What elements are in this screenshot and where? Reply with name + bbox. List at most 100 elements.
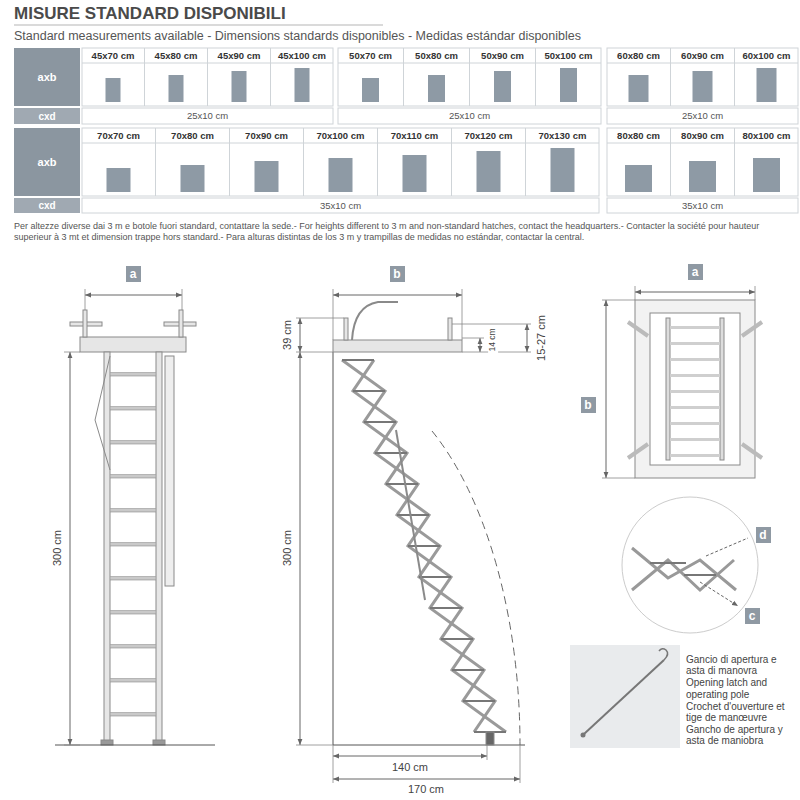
extension-line <box>333 289 334 340</box>
table-grid <box>82 128 599 196</box>
pole-caption: Crochet d'ouverture et tige de manœuvre <box>686 701 796 723</box>
table-header-cell: axb <box>14 128 80 196</box>
top-view <box>670 326 720 460</box>
extension-line <box>64 745 80 746</box>
title-rule <box>14 25 383 26</box>
detail-view <box>622 497 758 633</box>
hatch-size-rect <box>106 78 121 102</box>
hatch-size-rect <box>181 165 205 192</box>
hatch-size-rect <box>625 165 652 192</box>
hatch-size-rect <box>403 155 427 192</box>
dimension-tag: b <box>581 397 596 413</box>
box-text: a <box>130 267 137 281</box>
table-grid <box>82 108 333 124</box>
hatch-size-rect <box>551 148 575 192</box>
hatch-size-rect <box>255 161 279 192</box>
hatch-depth-label: 35x10 cm <box>607 199 798 213</box>
dimension-line <box>85 295 182 296</box>
extension-line <box>333 745 334 783</box>
top-view <box>666 318 670 460</box>
dimension-label: 300 cm <box>51 528 64 568</box>
extension-line <box>462 289 463 340</box>
extension-line <box>64 352 80 353</box>
pole-illustration <box>581 733 586 738</box>
dimension-label: 15-27 cm <box>535 313 548 363</box>
table-grid <box>607 48 798 106</box>
size-label: 60x80 cm <box>607 49 670 63</box>
pole-caption: Gancho de apertura y asta de maniobra <box>686 724 796 746</box>
top-view <box>650 313 740 465</box>
extension-line <box>64 286 755 783</box>
dimension-tag: a <box>688 264 703 280</box>
front-view <box>70 310 196 745</box>
pole-illustration <box>570 645 680 748</box>
hatch-size-rect <box>232 71 247 102</box>
table-header-cell: cxd <box>14 198 80 213</box>
floor-line <box>55 745 215 746</box>
top-view <box>635 300 755 478</box>
size-label: 70x80 cm <box>156 129 229 143</box>
front-view <box>104 352 110 742</box>
extension-line <box>602 300 635 301</box>
extension-line <box>296 352 333 353</box>
top-view <box>720 318 724 460</box>
dimension-line <box>333 779 520 780</box>
dimension-line <box>300 318 301 352</box>
box-text: d <box>759 528 766 542</box>
table-grid <box>607 108 798 124</box>
size-label: 45x90 cm <box>208 49 270 63</box>
front-view <box>80 337 186 352</box>
hatch-depth-label: 35x10 cm <box>82 199 599 213</box>
hatch-size-rect <box>428 75 445 102</box>
hatch-size-rect <box>477 151 501 192</box>
extension-line <box>296 745 333 746</box>
hatch-size-rect <box>362 78 379 102</box>
hatch-size-rect <box>329 158 353 192</box>
hatch-size-rect <box>629 75 649 102</box>
box-text: cxd <box>38 200 55 211</box>
pole-illustration <box>659 649 668 660</box>
size-label: 80x100 cm <box>735 129 798 143</box>
size-label: 70x100 cm <box>304 129 377 143</box>
size-label: 45x100 cm <box>271 49 333 63</box>
table-grid <box>338 108 601 124</box>
size-label: 50x100 cm <box>536 49 601 63</box>
dimension-tag: d <box>756 527 771 543</box>
size-label: 70x120 cm <box>452 129 525 143</box>
front-view <box>101 740 113 745</box>
size-label: 45x80 cm <box>145 49 207 63</box>
side-view <box>344 318 348 340</box>
table-grid <box>82 48 798 213</box>
hatch-size-rect <box>560 68 577 102</box>
dimension-line <box>300 352 301 745</box>
hatch-depth-label: 25x10 cm <box>607 109 798 123</box>
detail-view <box>622 497 758 633</box>
dimension-label: 14 cm <box>488 326 498 353</box>
hatch-size-rect <box>295 68 310 102</box>
box-text: b <box>393 267 400 281</box>
note: Per altezze diverse dai 3 m e botole fuo… <box>14 221 790 244</box>
hatch-size-rect <box>757 68 777 102</box>
title: MISURE STANDARD DISPONIBILI <box>14 4 286 24</box>
detail-view <box>650 563 716 575</box>
table-header-cell: cxd <box>14 108 80 124</box>
pole-illustration <box>570 645 680 748</box>
size-label: 50x70 cm <box>338 49 403 63</box>
dimension-tag: c <box>745 608 760 624</box>
dimension-label: 170 cm <box>406 783 446 796</box>
dimension-line <box>333 295 462 296</box>
floor-line <box>55 352 525 745</box>
box-text: b <box>584 398 591 412</box>
dimension-line <box>606 300 607 478</box>
dimension-line <box>70 352 71 745</box>
hatch-size-rect <box>689 161 716 192</box>
dimension-tag: a <box>126 266 141 282</box>
pole-illustration <box>584 660 664 734</box>
size-label: 50x90 cm <box>470 49 535 63</box>
size-label: 60x90 cm <box>671 49 734 63</box>
front-view <box>156 352 162 742</box>
extension-line <box>487 745 488 760</box>
hatch-size-rect <box>106 68 781 192</box>
table-grid <box>607 128 798 196</box>
